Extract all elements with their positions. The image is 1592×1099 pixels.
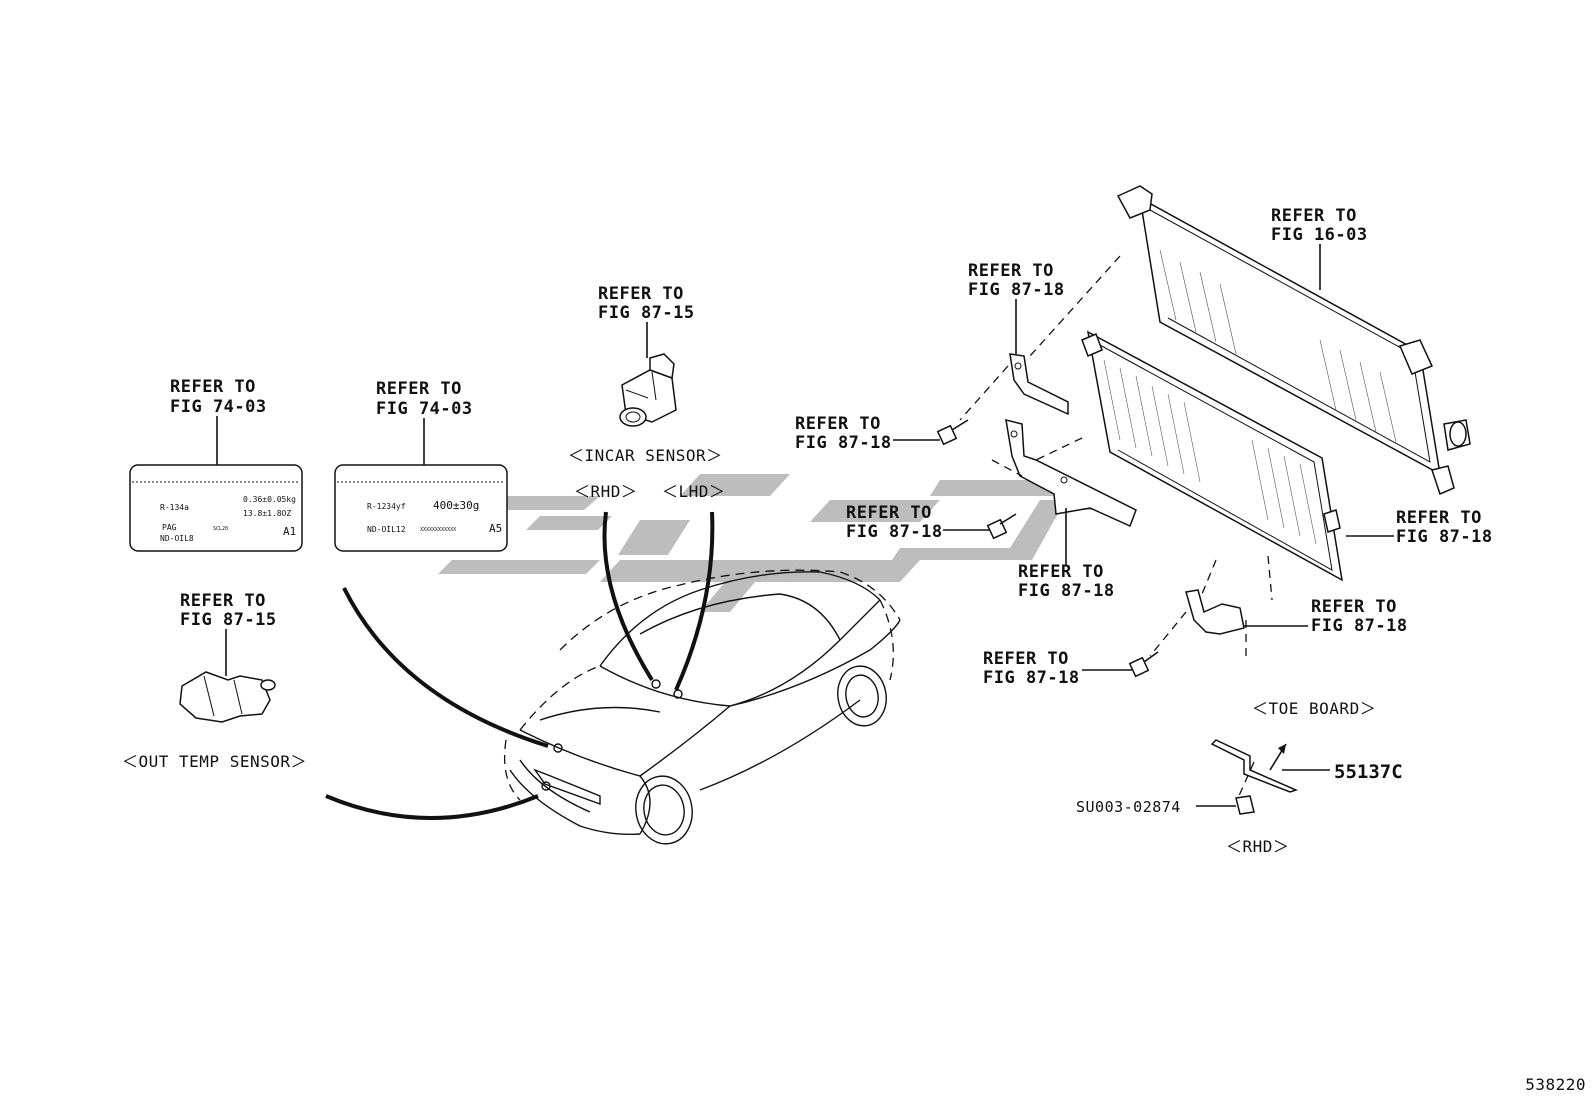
callout-middle-bolt-text: FIG 87-18 bbox=[846, 522, 943, 542]
callout-part-55137c: 55137C bbox=[1282, 761, 1403, 783]
callout-part-55137c-text: 55137C bbox=[1334, 761, 1403, 783]
leader-arcs bbox=[325, 511, 715, 820]
label-left-oil-spec: ND-OIL8 bbox=[160, 534, 194, 543]
clip-part bbox=[1196, 795, 1255, 815]
label-left-fine-print: SCL20 bbox=[213, 526, 228, 532]
callout-upper-bracket-text: REFER TO bbox=[968, 261, 1054, 281]
callout-upper-bracket-text: FIG 87-18 bbox=[968, 280, 1065, 300]
callout-radiator-text: FIG 16-03 bbox=[1271, 225, 1368, 245]
label-left-charge-kg: 0.36±0.05kg bbox=[243, 495, 296, 504]
caption-incar-lhd: ＜LHD＞ bbox=[662, 482, 725, 501]
caption-incar-rhd: ＜RHD＞ bbox=[574, 482, 637, 501]
callout-lower-bracket: REFER TO FIG 87-18 bbox=[1244, 597, 1408, 636]
label-right-oil-spec: ND-OIL12 bbox=[367, 525, 406, 534]
callout-condenser: REFER TO FIG 87-18 bbox=[1346, 508, 1493, 547]
toe-board-part bbox=[1210, 739, 1299, 793]
out-temp-sensor bbox=[179, 671, 276, 723]
callout-label-left-text: REFER TO bbox=[170, 377, 256, 397]
callout-label-right-text: FIG 74-03 bbox=[376, 399, 473, 419]
label-right-variant: A5 bbox=[489, 522, 502, 535]
callout-incar-sensor: REFER TO FIG 87-15 bbox=[598, 284, 695, 358]
label-decal-left: R-134a 0.36±0.05kg 13.8±1.8OZ PAG SCL20 … bbox=[129, 464, 303, 552]
caption-out-temp-sensor: ＜OUT TEMP SENSOR＞ bbox=[122, 752, 307, 771]
callout-label-right-text: REFER TO bbox=[376, 379, 462, 399]
condenser bbox=[1081, 330, 1343, 582]
callout-condenser-text: FIG 87-18 bbox=[1396, 527, 1493, 547]
middle-bracket bbox=[1005, 418, 1137, 528]
callout-middle-bolt: REFER TO FIG 87-18 bbox=[846, 503, 990, 542]
callout-condenser-text: REFER TO bbox=[1396, 508, 1482, 528]
caption-incar-sensor: ＜INCAR SENSOR＞ bbox=[568, 446, 723, 465]
callout-lower-bolt: REFER TO FIG 87-18 bbox=[983, 649, 1132, 688]
callout-upper-bolt: REFER TO FIG 87-18 bbox=[795, 414, 940, 453]
callout-incar-sensor-text: FIG 87-15 bbox=[598, 303, 695, 323]
callout-label-left: REFER TO FIG 74-03 bbox=[170, 377, 267, 465]
label-left-variant: A1 bbox=[283, 525, 296, 538]
callout-upper-bolt-text: REFER TO bbox=[795, 414, 881, 434]
callout-part-su003-02874: SU003-02874 bbox=[1076, 798, 1181, 816]
lower-bracket bbox=[1185, 589, 1245, 635]
callout-radiator: REFER TO FIG 16-03 bbox=[1271, 206, 1368, 290]
label-decal-right: R-1234yf 400±30g ND-OIL12 XXXXXXXXXXXX A… bbox=[334, 464, 508, 552]
middle-bolt bbox=[986, 513, 1017, 540]
label-left-refrigerant: R-134a bbox=[160, 503, 189, 512]
callout-lower-bolt-text: REFER TO bbox=[983, 649, 1069, 669]
callout-label-left-text: FIG 74-03 bbox=[170, 397, 267, 417]
car-outline bbox=[503, 569, 901, 845]
callout-middle-bracket-text: FIG 87-18 bbox=[1018, 581, 1115, 601]
callout-incar-sensor-text: REFER TO bbox=[598, 284, 684, 304]
label-left-charge-oz: 13.8±1.8OZ bbox=[243, 509, 291, 518]
upper-bracket bbox=[1009, 353, 1069, 416]
assembly-dashed-lines bbox=[959, 255, 1273, 799]
callout-upper-bolt-text: FIG 87-18 bbox=[795, 433, 892, 453]
upper-bolt bbox=[936, 419, 969, 446]
callout-middle-bolt-text: REFER TO bbox=[846, 503, 932, 523]
callout-upper-bracket: REFER TO FIG 87-18 bbox=[968, 261, 1065, 354]
caption-rhd-bottom: ＜RHD＞ bbox=[1226, 837, 1289, 856]
callout-out-temp-sensor-text: FIG 87-15 bbox=[180, 610, 277, 630]
callout-lower-bracket-text: FIG 87-18 bbox=[1311, 616, 1408, 636]
callout-label-right: REFER TO FIG 74-03 bbox=[376, 379, 473, 465]
incar-sensor bbox=[619, 353, 677, 427]
figure-number: 538220 bbox=[1525, 1075, 1586, 1094]
radiator bbox=[1116, 185, 1471, 496]
lower-bolt bbox=[1128, 651, 1159, 678]
label-left-oil: PAG bbox=[162, 523, 177, 532]
callout-out-temp-sensor: REFER TO FIG 87-15 bbox=[180, 591, 277, 676]
label-right-charge-g: 400±30g bbox=[433, 499, 479, 512]
label-right-fine-print: XXXXXXXXXXXX bbox=[420, 527, 456, 533]
callout-middle-bracket: REFER TO FIG 87-18 bbox=[1018, 508, 1115, 601]
label-right-refrigerant: R-1234yf bbox=[367, 502, 406, 511]
callout-middle-bracket-text: REFER TO bbox=[1018, 562, 1104, 582]
callout-out-temp-sensor-text: REFER TO bbox=[180, 591, 266, 611]
callout-lower-bolt-text: FIG 87-18 bbox=[983, 668, 1080, 688]
callout-lower-bracket-text: REFER TO bbox=[1311, 597, 1397, 617]
callout-radiator-text: REFER TO bbox=[1271, 206, 1357, 226]
caption-toe-board: ＜TOE BOARD＞ bbox=[1252, 699, 1376, 718]
